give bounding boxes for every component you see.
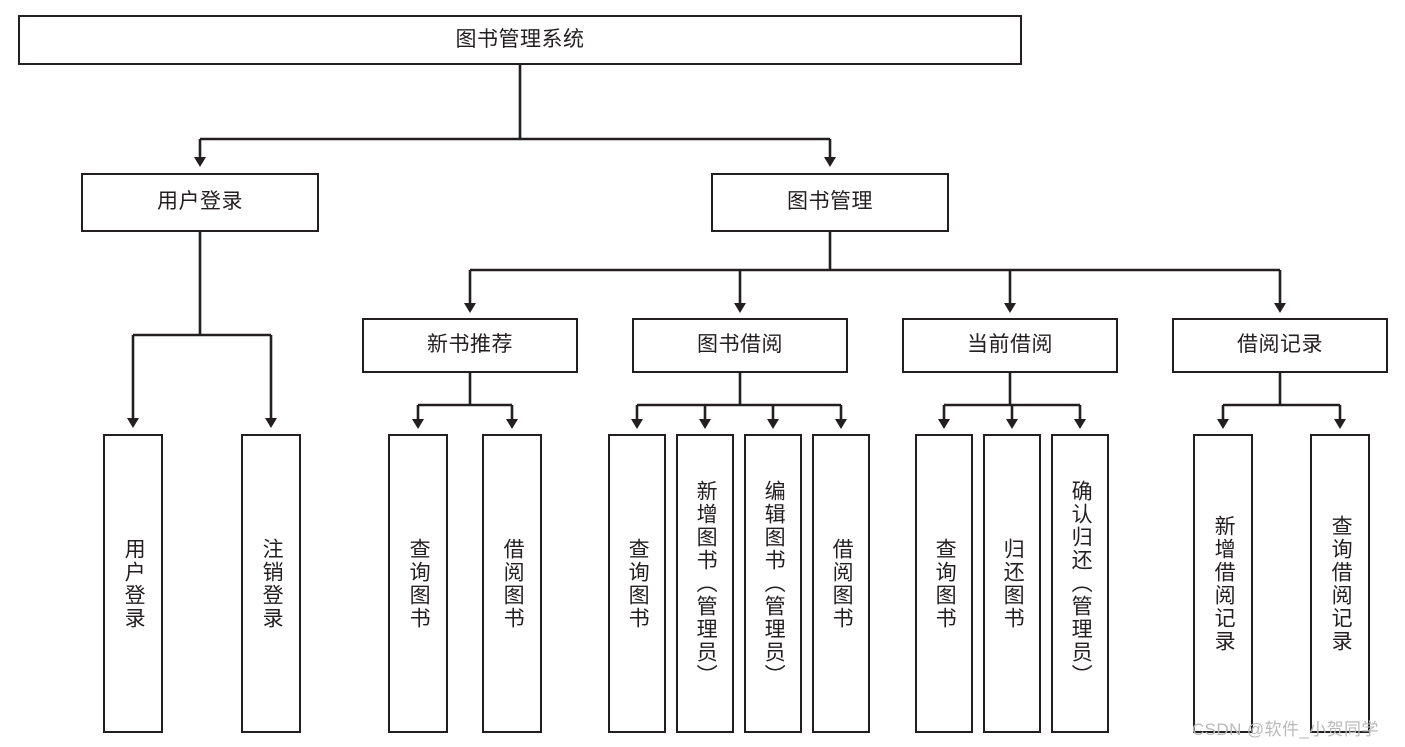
node-borrow-record-label: 借阅记录 [1237,333,1323,357]
node-borrow-record[interactable]: 借阅记录 [1172,318,1388,373]
leaf-query-book-current[interactable]: 查询图书 [915,434,973,733]
node-user-login[interactable]: 用户登录 [81,173,319,232]
leaf-return-book[interactable]: 归还图书 [983,434,1041,733]
leaf-borrow-book-new-label: 借阅图书 [501,537,525,630]
node-book-borrow-label: 图书借阅 [697,333,783,357]
leaf-user-login[interactable]: 用户登录 [103,434,163,733]
node-book-management-label: 图书管理 [787,190,873,214]
leaf-query-borrow-record[interactable]: 查询借阅记录 [1310,434,1370,733]
leaf-add-book-admin[interactable]: 新增图书（管理员） [676,434,734,733]
leaf-query-book-borrow[interactable]: 查询图书 [608,434,666,733]
node-book-borrow[interactable]: 图书借阅 [632,318,848,373]
leaf-confirm-return-admin-label: 确认归还（管理员） [1069,480,1093,687]
node-root[interactable]: 图书管理系统 [18,15,1022,65]
leaf-query-book-current-label: 查询图书 [933,537,957,630]
leaf-edit-book-admin[interactable]: 编辑图书（管理员） [744,434,802,733]
leaf-add-borrow-record[interactable]: 新增借阅记录 [1193,434,1253,733]
node-book-management[interactable]: 图书管理 [711,173,949,232]
leaf-borrow-book[interactable]: 借阅图书 [812,434,870,733]
leaf-query-book-borrow-label: 查询图书 [626,537,650,630]
leaf-user-login-label: 用户登录 [122,537,146,630]
node-user-login-label: 用户登录 [157,190,243,214]
leaf-logout[interactable]: 注销登录 [241,434,301,733]
csdn-watermark: CSDN @软件_小贺同学 [1192,720,1379,739]
node-new-book-recommend[interactable]: 新书推荐 [362,318,578,373]
leaf-add-book-admin-label: 新增图书（管理员） [694,480,718,687]
leaf-query-borrow-record-label: 查询借阅记录 [1329,514,1353,653]
node-current-borrow-label: 当前借阅 [967,333,1053,357]
leaf-query-book-new-label: 查询图书 [407,537,431,630]
leaf-return-book-label: 归还图书 [1001,537,1025,630]
node-current-borrow[interactable]: 当前借阅 [902,318,1118,373]
leaf-borrow-book-new[interactable]: 借阅图书 [482,434,542,733]
leaf-add-borrow-record-label: 新增借阅记录 [1212,514,1236,653]
leaf-edit-book-admin-label: 编辑图书（管理员） [762,480,786,687]
node-new-book-recommend-label: 新书推荐 [427,333,513,357]
leaf-logout-label: 注销登录 [260,537,284,630]
node-root-label: 图书管理系统 [455,27,585,51]
leaf-confirm-return-admin[interactable]: 确认归还（管理员） [1051,434,1109,733]
leaf-query-book-new[interactable]: 查询图书 [388,434,448,733]
leaf-borrow-book-label: 借阅图书 [830,537,854,630]
